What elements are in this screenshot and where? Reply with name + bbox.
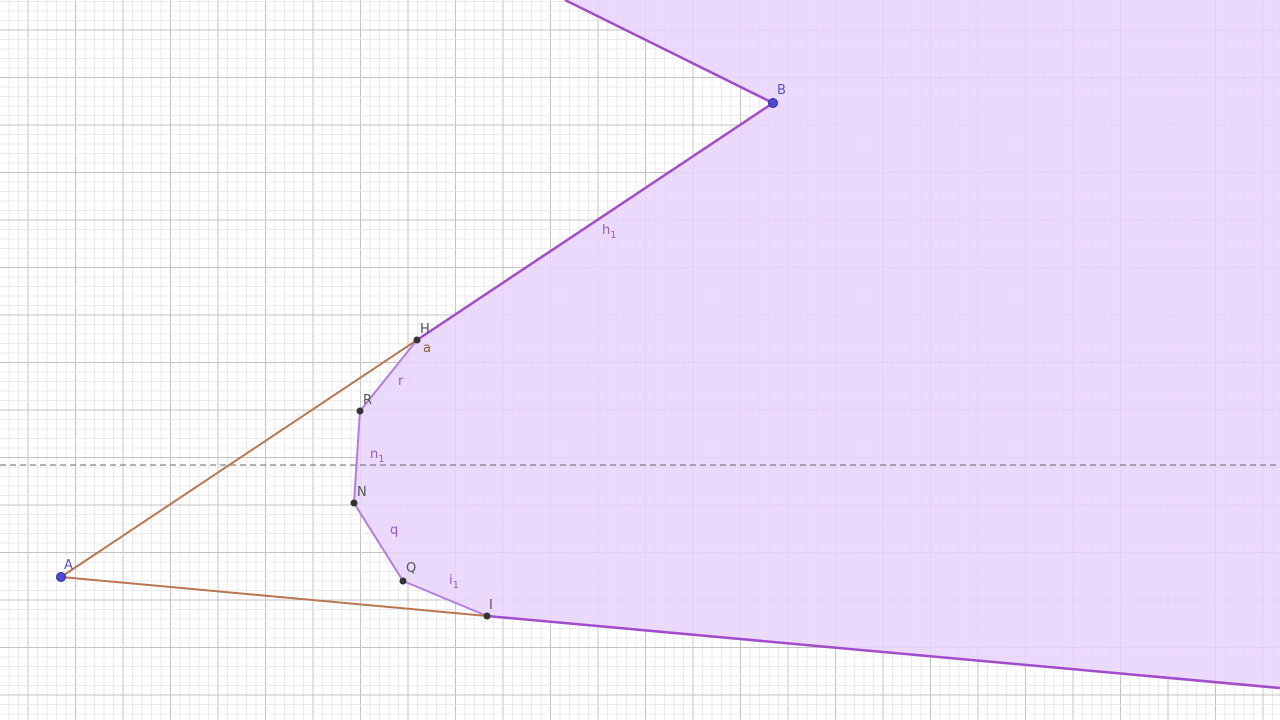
line-h1[interactable]	[416, 101, 774, 342]
label-line-n1: n1	[370, 447, 385, 465]
label-q: Q	[406, 561, 416, 576]
label-b: B	[777, 83, 786, 98]
point-n[interactable]	[350, 499, 358, 507]
shaded-region[interactable]	[354, 0, 1280, 688]
label-n: N	[357, 485, 367, 500]
ray-b-upper[interactable]	[564, 0, 774, 105]
point-q[interactable]	[399, 577, 407, 585]
point-a[interactable]	[56, 572, 66, 582]
point-h[interactable]	[413, 336, 421, 344]
segment-a[interactable]	[60, 339, 418, 578]
label-line-r: r	[398, 374, 404, 389]
label-line-i1: i1	[449, 573, 459, 591]
label-line-h1: h1	[602, 223, 617, 241]
label-line-q: q	[390, 523, 398, 538]
ray-i-lower[interactable]	[486, 614, 1280, 690]
segment-ai[interactable]	[60, 576, 488, 617]
label-r: R	[363, 393, 372, 408]
point-i[interactable]	[483, 612, 491, 620]
label-a: A	[64, 558, 73, 573]
point-r[interactable]	[356, 407, 364, 415]
point-b[interactable]	[768, 98, 778, 108]
label-segment-a: a	[423, 341, 431, 356]
label-i: I	[489, 598, 493, 613]
label-h: H	[420, 322, 430, 337]
